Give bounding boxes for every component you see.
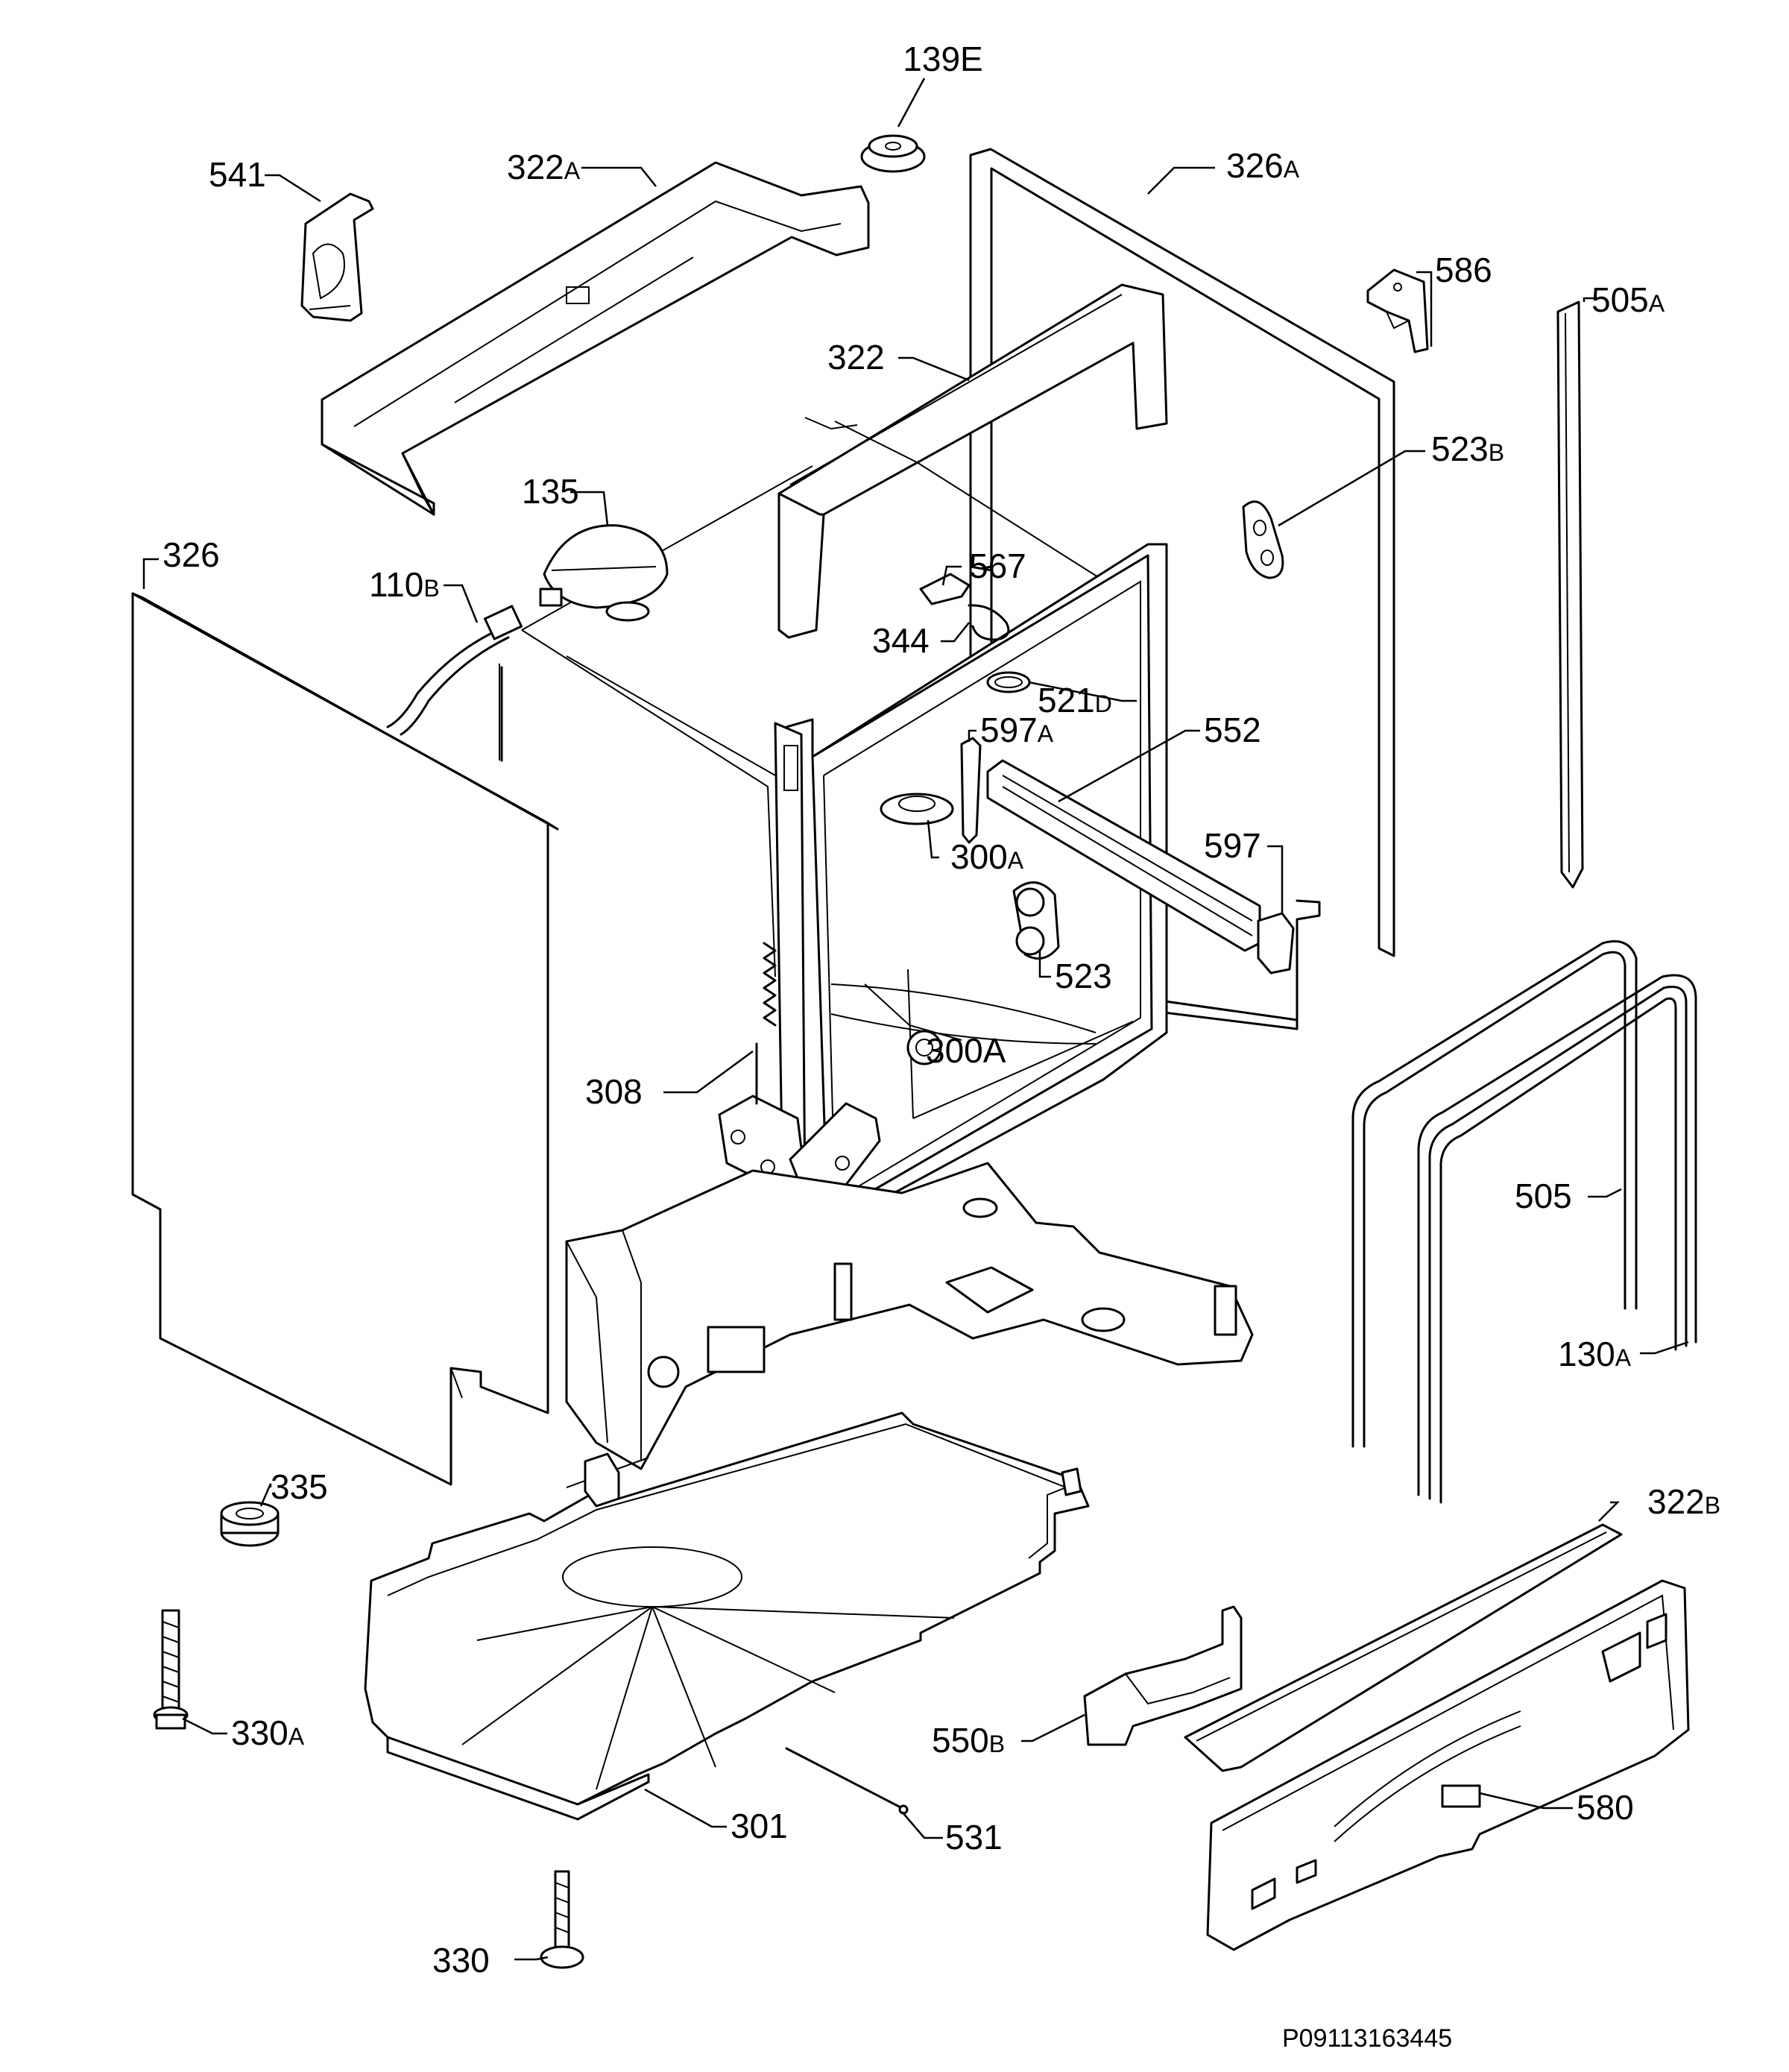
label-586: 586: [1435, 251, 1492, 289]
label-330: 330: [432, 1941, 490, 1980]
part-580-kickplate: [1206, 1579, 1690, 1951]
part-505-seal: [1351, 940, 1638, 1448]
reference-code: P09113163445: [1282, 2024, 1452, 2053]
label-135: 135: [522, 472, 579, 511]
label-597: 597: [1204, 826, 1261, 865]
leader-lines: [142, 78, 1689, 1961]
part-tub-body: [499, 417, 858, 977]
label-580: 580: [1577, 1788, 1634, 1827]
label-308: 308: [585, 1072, 643, 1111]
part-door-frame: [774, 543, 1168, 1235]
label-344: 344: [872, 621, 930, 660]
part-130A-seal: [1417, 974, 1697, 1504]
part-139E-cap: [860, 134, 926, 173]
part-322A-top-rail: [321, 161, 870, 516]
label-326A: 326A: [1226, 146, 1300, 185]
part-541-clip: [300, 192, 374, 322]
label-139E: 139E: [903, 40, 982, 78]
part-505A-strip: [1556, 300, 1584, 889]
part-301-base-tray: [364, 1411, 1090, 1821]
label-531: 531: [945, 1818, 1003, 1857]
label-550B: 550B: [932, 1721, 1005, 1760]
part-550B-bracket: [1083, 1605, 1243, 1746]
part-531-rod: [785, 1747, 909, 1815]
part-300A-upper: [880, 793, 954, 825]
part-523B-grommet: [1242, 500, 1284, 579]
part-322B-rail: [1184, 1523, 1623, 1772]
label-110B: 110B: [369, 565, 440, 604]
part-326-side-panel: [131, 592, 559, 1486]
part-521D-ring: [986, 671, 1031, 693]
label-322B: 322B: [1647, 1482, 1720, 1521]
label-523B: 523B: [1431, 429, 1504, 468]
label-523: 523: [1055, 957, 1112, 995]
label-130A: 130A: [1558, 1335, 1632, 1373]
part-330A-screw: [153, 1609, 189, 1730]
part-330-screw: [540, 1870, 584, 1969]
label-326: 326: [163, 535, 220, 574]
label-521D: 521D: [1038, 681, 1112, 719]
label-330A: 330A: [231, 1713, 305, 1752]
label-552: 552: [1204, 711, 1261, 749]
part-135-float: [539, 524, 669, 622]
label-301: 301: [731, 1807, 788, 1845]
label-322: 322: [827, 338, 885, 377]
label-300A-lower: 300A: [926, 1031, 1006, 1070]
label-505: 505: [1515, 1177, 1572, 1215]
part-labels: 139E 541 322A 326A 586 505A 322 523B 135…: [163, 40, 1720, 2053]
part-base-sump: [565, 1162, 1254, 1470]
label-541: 541: [209, 155, 266, 194]
part-335-nut: [220, 1501, 280, 1547]
label-597A: 597A: [980, 711, 1054, 749]
part-597A-latch: [960, 737, 982, 844]
part-344-spring: [968, 604, 1010, 641]
label-335: 335: [271, 1467, 328, 1506]
label-505A: 505A: [1591, 280, 1665, 319]
label-300A-upper: 300A: [950, 837, 1024, 876]
part-110B-hose: [386, 605, 523, 762]
part-586-bracket: [1366, 268, 1429, 353]
label-322A: 322A: [507, 148, 581, 186]
part-597-block: [1257, 912, 1295, 974]
label-567: 567: [969, 547, 1026, 585]
part-523-grommet: [1012, 881, 1060, 960]
